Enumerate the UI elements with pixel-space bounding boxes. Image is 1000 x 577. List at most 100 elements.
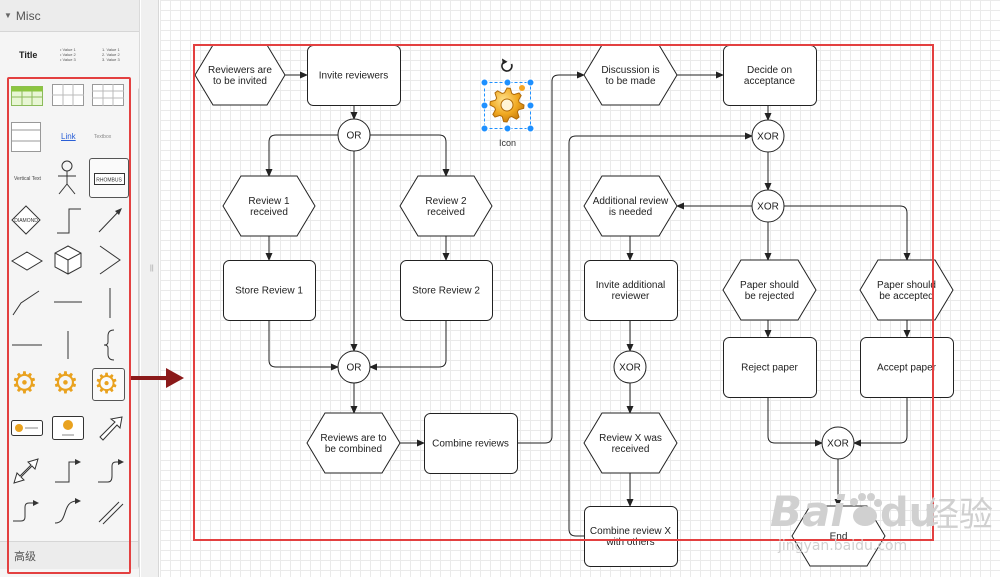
label-invite-additional: Invite additional (596, 280, 666, 291)
shape-palette-sidebar: ▼ Misc Title • Value 1 • Value 2 • Value… (0, 0, 140, 577)
palette-table-green-shape[interactable] (11, 86, 43, 106)
palette-grid-table-shape[interactable] (92, 84, 124, 106)
palette-title-shape[interactable]: Title (19, 50, 38, 60)
palette-table-shape[interactable] (52, 84, 84, 106)
connector-edge[interactable] (568, 132, 753, 537)
palette-actor-shape[interactable] (55, 160, 79, 196)
palette-gear-selected-tile[interactable]: ⚙ (92, 368, 125, 401)
palette-step-connector-shape[interactable] (53, 456, 83, 486)
palette-elbow-connector-shape[interactable] (55, 205, 83, 235)
svg-text:经验: 经验 (925, 495, 993, 535)
connector-edge[interactable] (265, 134, 338, 177)
node-combine-reviews[interactable]: Combine reviews (424, 413, 518, 474)
splitter-grip-icon[interactable]: || (150, 265, 154, 272)
palette-horizontal-line-2-shape[interactable] (11, 330, 43, 360)
palette-curly-brace-shape[interactable] (100, 328, 120, 362)
node-store-review2[interactable]: Store Review 2 (400, 260, 493, 321)
svg-text:RHOMBUS: RHOMBUS (96, 178, 122, 184)
palette-link-shape[interactable]: Link (61, 132, 76, 141)
connector-edge[interactable] (370, 134, 450, 177)
palette-textbox-shape[interactable]: Textbox (94, 134, 112, 140)
label-accept-paper: Accept paper (877, 363, 937, 374)
label-store-review1: Store Review 1 (235, 286, 303, 297)
palette-diamond-shape[interactable]: DIAMOND (11, 205, 41, 235)
node-or-mid[interactable]: OR (337, 350, 371, 384)
panel-splitter[interactable] (141, 0, 159, 577)
connector-edge[interactable] (369, 320, 447, 371)
gear-icon (489, 87, 525, 123)
node-store-review1[interactable]: Store Review 1 (223, 260, 316, 321)
label-reviewers-invited: to be invited (213, 76, 267, 87)
palette-arrow-line-shape[interactable] (96, 205, 124, 235)
connector-edge[interactable] (268, 320, 339, 371)
connector-edge[interactable] (517, 71, 585, 444)
palette-link-connector-shape[interactable] (96, 497, 126, 527)
node-reject-paper[interactable]: Reject paper (723, 337, 817, 398)
palette-vertical-text-shape[interactable]: Vertical Text (14, 176, 41, 182)
label-invite-reviewers: Invite reviewers (319, 71, 388, 82)
palette-curved-connector-shape[interactable] (53, 497, 83, 527)
palette-selected-tile[interactable]: RHOMBUS (89, 158, 129, 198)
advanced-section-title: 高级 (14, 550, 36, 563)
palette-class-shape[interactable] (11, 122, 41, 152)
palette-rhombus-flat-shape[interactable] (11, 246, 43, 276)
label-review2-received: Review 2 (425, 196, 467, 207)
palette-bidirectional-arrow-shape[interactable] (11, 456, 41, 486)
node-invite-reviewers[interactable]: Invite reviewers (307, 45, 401, 106)
label-store-review2: Store Review 2 (412, 286, 480, 297)
palette-gear-icon[interactable]: ⚙ (11, 367, 38, 400)
palette-bullet-list-shape[interactable]: • Value 1 • Value 2 • Value 3 (60, 47, 76, 62)
selected-gear-node[interactable]: Icon (480, 58, 535, 149)
connector-edge[interactable] (767, 397, 823, 447)
node-accept-paper[interactable]: Accept paper (860, 337, 954, 398)
node-xor-top[interactable]: XOR (751, 119, 785, 153)
palette-double-arrow-shape[interactable] (96, 414, 126, 444)
label-xor-second: XOR (757, 202, 779, 213)
palette-numbered-list-shape[interactable]: 1. Value 1 2. Value 2 3. Value 3 (102, 47, 120, 62)
node-xor-left[interactable]: XOR (613, 350, 647, 384)
label-handle[interactable] (519, 85, 525, 91)
node-xor-bottom[interactable]: XOR (821, 426, 855, 460)
connector-edge[interactable] (853, 397, 908, 447)
svg-text:jingyan.baidu.com: jingyan.baidu.com (777, 538, 907, 554)
advanced-section-header[interactable]: 高级 (0, 541, 139, 569)
misc-section-title: Misc (15, 8, 41, 23)
rotate-handle-icon[interactable] (501, 58, 513, 72)
label-reject-paper: Reject paper (741, 363, 798, 374)
sidebar-scrollbar[interactable] (138, 88, 139, 568)
misc-section-header[interactable]: ▼ Misc (0, 0, 139, 32)
palette-vertical-line-shape[interactable] (96, 287, 124, 319)
palette-image-label-shape[interactable] (52, 416, 84, 440)
label-combine-x: Combine review X (590, 526, 671, 537)
connector-edge[interactable] (784, 205, 911, 261)
label-paper-rejected: be rejected (745, 291, 794, 302)
label-discussion: to be made (605, 76, 655, 87)
selection-handles[interactable] (480, 78, 535, 133)
palette-bent-line-shape[interactable] (11, 287, 41, 317)
palette-horizontal-line-shape[interactable] (53, 287, 83, 317)
palette-cube-shape[interactable] (53, 244, 83, 276)
label-review1-received: received (250, 207, 288, 218)
node-xor-second[interactable]: XOR (751, 189, 785, 223)
palette-label-shape[interactable] (11, 420, 43, 436)
node-or-top[interactable]: OR (337, 118, 371, 152)
palette-rounded-connector-shape[interactable] (11, 497, 41, 527)
palette-vertical-line-2-shape[interactable] (53, 330, 83, 360)
palette-zigzag-line-shape[interactable] (96, 244, 124, 276)
palette-gear-label-icon[interactable]: ⚙ (52, 367, 79, 400)
palette-curved-step-connector-shape[interactable] (96, 456, 126, 486)
